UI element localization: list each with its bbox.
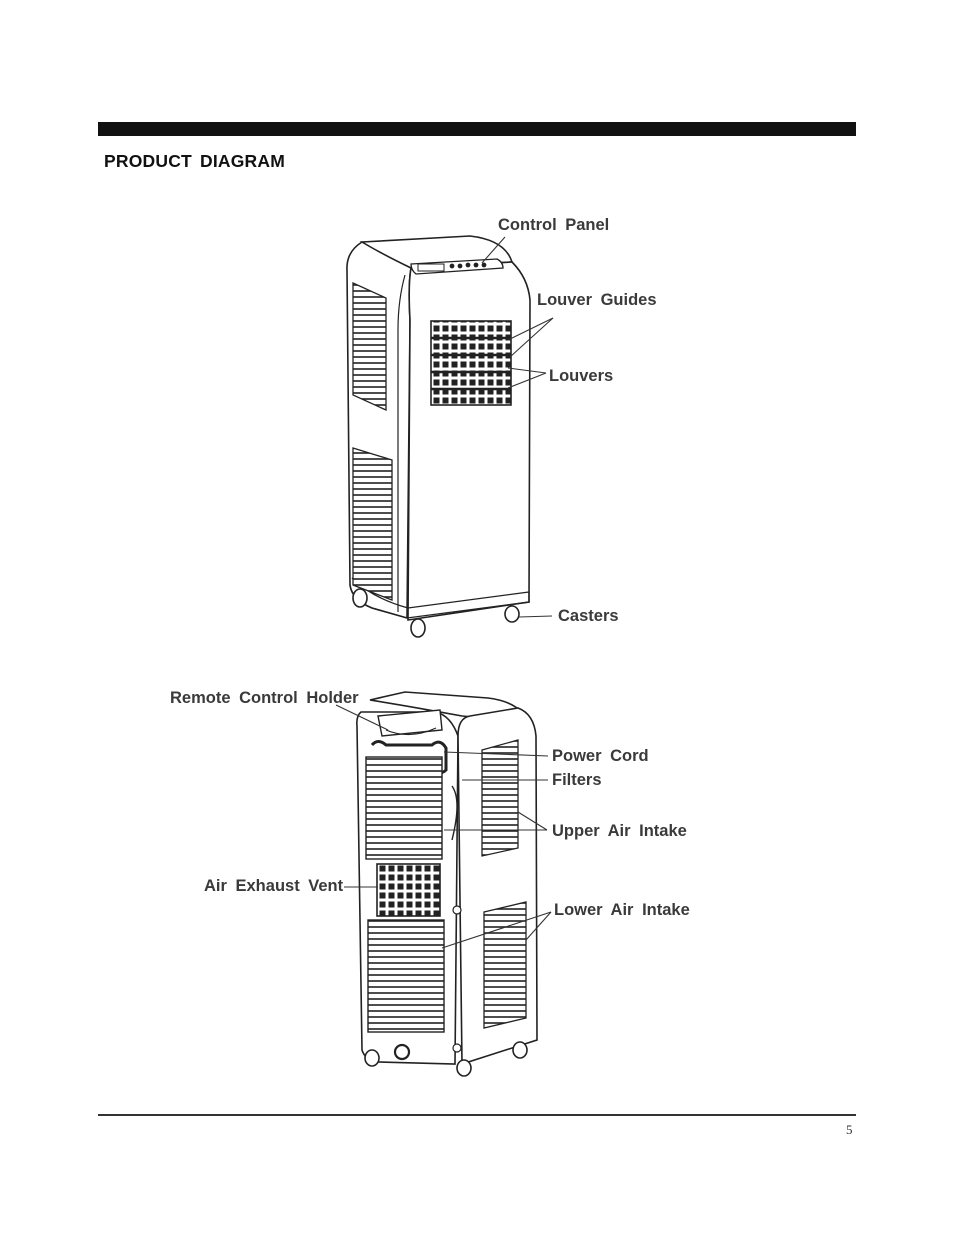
label-upper-air-intake: Upper Air Intake [552, 822, 687, 840]
rear-caster [364, 1041, 528, 1077]
louver-grille [430, 320, 512, 406]
front-leader-lines [481, 236, 554, 618]
side-upper-intake [481, 739, 519, 857]
page-title: PRODUCT DIAGRAM [104, 151, 285, 171]
label-power-cord: Power Cord [552, 747, 649, 765]
side-lower-grille [352, 447, 393, 601]
drain-plug [393, 1043, 411, 1061]
header-rule [98, 122, 856, 136]
upper-filter-grille [365, 756, 443, 860]
side-lower-intake [483, 901, 527, 1029]
unit-front-panel [407, 261, 531, 621]
caster [352, 588, 520, 638]
page-number: 5 [846, 1122, 853, 1137]
side-handle [451, 785, 458, 841]
remote-control-holder [377, 709, 443, 737]
label-lower-air-intake: Lower Air Intake [554, 901, 690, 919]
lower-filter-grille [367, 919, 445, 1033]
label-louvers: Louvers [549, 367, 614, 385]
label-louver-guides: Louver Guides [537, 291, 657, 309]
label-remote-control-holder: Remote Control Holder [170, 689, 359, 707]
label-filters: Filters [552, 771, 602, 789]
footer-rule [98, 1114, 856, 1116]
air-exhaust-vent [376, 863, 441, 917]
label-casters: Casters [558, 607, 619, 625]
front-view-unit [346, 235, 531, 638]
side-upper-grille [352, 281, 387, 412]
rear-leader-lines [335, 704, 552, 949]
label-air-exhaust-vent: Air Exhaust Vent [204, 877, 344, 895]
label-control-panel: Control Panel [498, 216, 610, 234]
rear-view-unit [356, 691, 538, 1077]
